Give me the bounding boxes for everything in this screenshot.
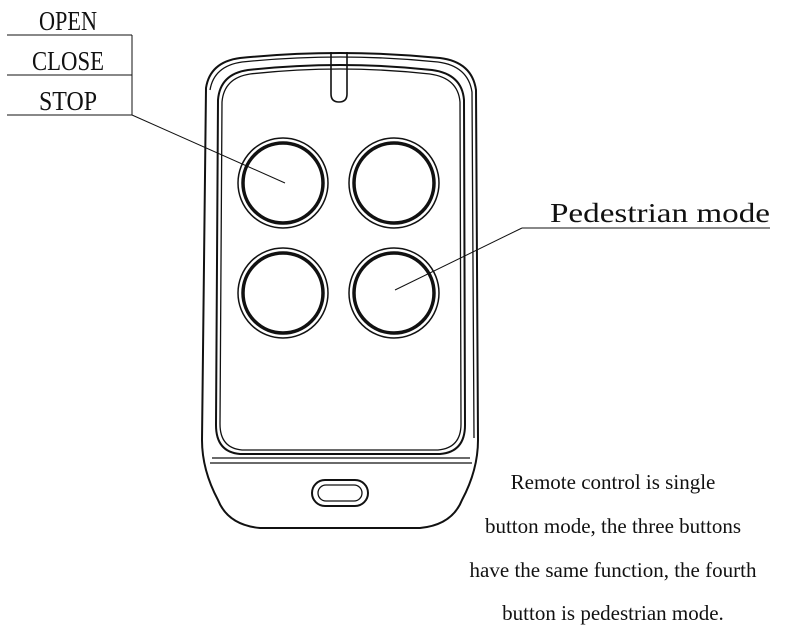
label-pedestrian-mode: Pedestrian mode	[550, 198, 770, 228]
leader-line-pedestrian	[394, 227, 523, 291]
label-close: CLOSE	[32, 46, 104, 76]
remote-body	[200, 52, 480, 529]
label-stop: STOP	[39, 86, 97, 116]
function-label-lines	[7, 34, 770, 291]
button-top-left	[237, 137, 329, 229]
label-open: OPEN	[39, 6, 97, 36]
description-line-2: button mode, the three buttons	[485, 514, 741, 538]
description-line-1: Remote control is single	[511, 470, 716, 494]
description-line-4: button is pedestrian mode.	[502, 601, 724, 625]
button-top-right	[348, 137, 440, 229]
bottom-oval-button	[311, 479, 369, 507]
description-line-3: have the same function, the fourth	[470, 558, 757, 582]
button-bottom-right	[348, 247, 440, 339]
buttons	[237, 137, 440, 339]
leader-line-three-buttons	[131, 114, 286, 184]
button-bottom-left	[237, 247, 329, 339]
description-text: Remote control is single button mode, th…	[470, 470, 757, 625]
